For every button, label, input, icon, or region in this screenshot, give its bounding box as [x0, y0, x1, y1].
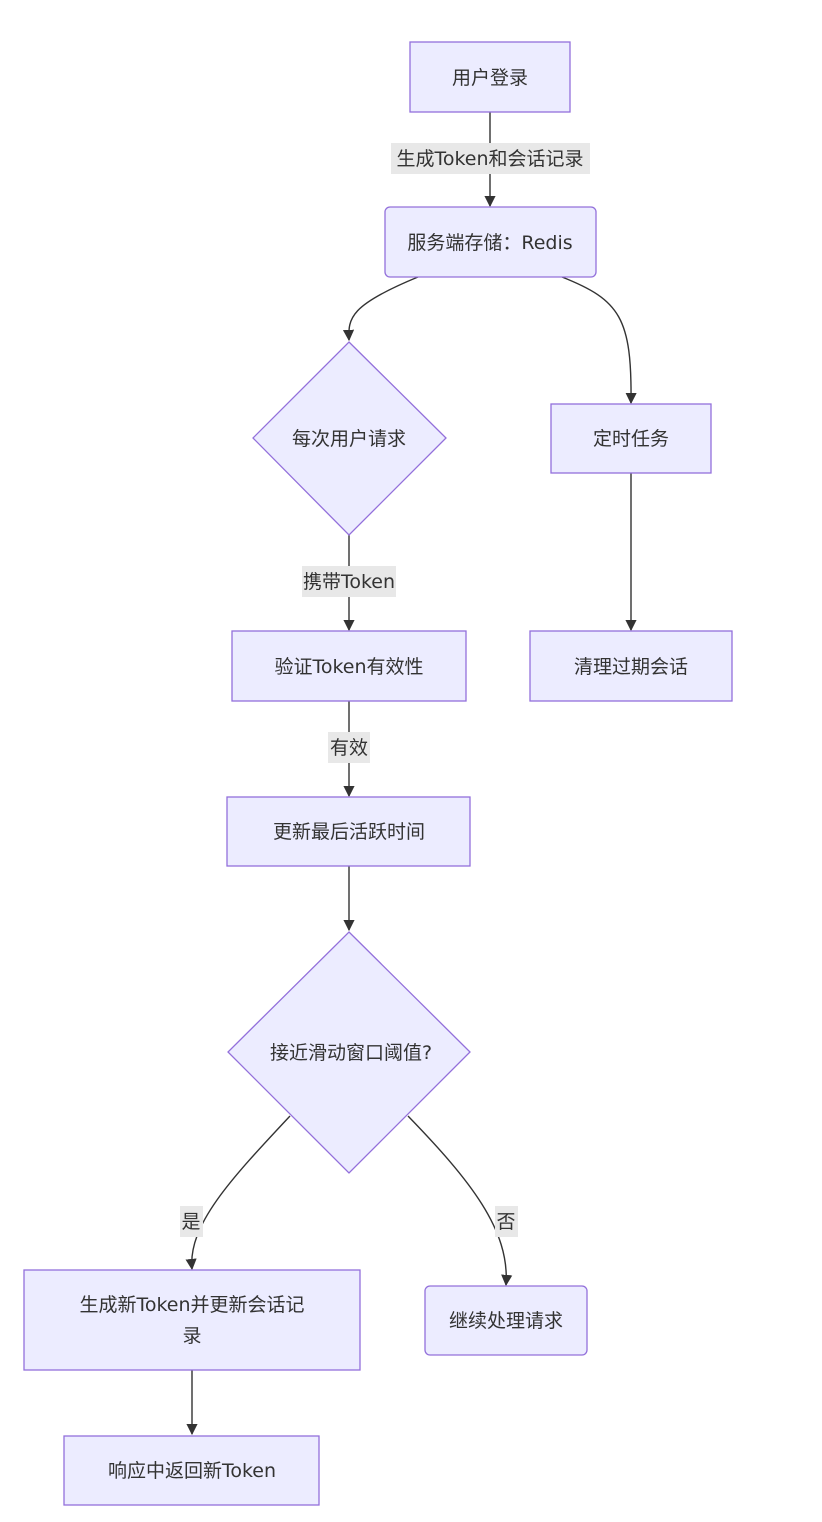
node-redis: 服务端存储：Redis — [384, 206, 597, 278]
edge-label-carry-token: 携带Token — [302, 566, 396, 597]
node-gen-new-label-line1: 生成新Token并更新会话记 — [79, 1294, 304, 1316]
edge-label-no: 否 — [495, 1206, 518, 1237]
edge-labels: 生成Token和会话记录 携带Token 有效 是 否 — [180, 143, 590, 1237]
node-update-active: 更新最后活跃时间 — [226, 796, 471, 867]
node-respond-label: 响应中返回新Token — [108, 1460, 276, 1482]
edges — [185, 112, 637, 1436]
node-login: 用户登录 — [409, 41, 571, 113]
node-gen-new-label-line2: 录 — [182, 1325, 201, 1347]
node-timed-task-label: 定时任务 — [593, 428, 669, 450]
node-verify: 验证Token有效性 — [231, 630, 467, 702]
node-timed-task: 定时任务 — [550, 403, 712, 474]
edge-label-carry-token-text: 携带Token — [303, 571, 395, 593]
edge-label-gen-token-text: 生成Token和会话记录 — [396, 148, 583, 170]
node-clean-label: 清理过期会话 — [574, 656, 688, 678]
nodes: 用户登录 服务端存储：Redis 每次用户请求 定时任务 验证Token有效性 … — [23, 41, 733, 1506]
node-clean: 清理过期会话 — [529, 630, 733, 702]
edge-label-gen-token: 生成Token和会话记录 — [391, 143, 590, 174]
node-continue-label: 继续处理请求 — [449, 1310, 563, 1332]
node-threshold-label: 接近滑动窗口阈值? — [270, 1042, 432, 1064]
node-each-request: 每次用户请求 — [252, 341, 447, 536]
node-gen-new: 生成新Token并更新会话记 录 — [23, 1269, 361, 1371]
node-each-request-label: 每次用户请求 — [292, 428, 406, 450]
node-login-label: 用户登录 — [452, 67, 528, 89]
edge-label-valid: 有效 — [328, 732, 370, 763]
edge-label-yes-text: 是 — [181, 1211, 200, 1233]
edge-threshold-to-continue — [407, 1115, 513, 1287]
node-redis-label: 服务端存储：Redis — [407, 232, 572, 254]
edge-label-yes: 是 — [180, 1206, 203, 1237]
edge-redis-to-timed-task — [561, 276, 637, 405]
edge-label-valid-text: 有效 — [330, 737, 368, 759]
edge-redis-to-each-request — [342, 276, 419, 342]
node-threshold: 接近滑动窗口阈值? — [227, 931, 471, 1174]
node-continue: 继续处理请求 — [424, 1285, 588, 1356]
edge-label-no-text: 否 — [496, 1211, 515, 1233]
node-update-active-label: 更新最后活跃时间 — [273, 821, 425, 843]
node-respond: 响应中返回新Token — [63, 1435, 320, 1506]
node-verify-label: 验证Token有效性 — [274, 656, 423, 678]
edge-threshold-to-gen-new — [185, 1115, 291, 1271]
